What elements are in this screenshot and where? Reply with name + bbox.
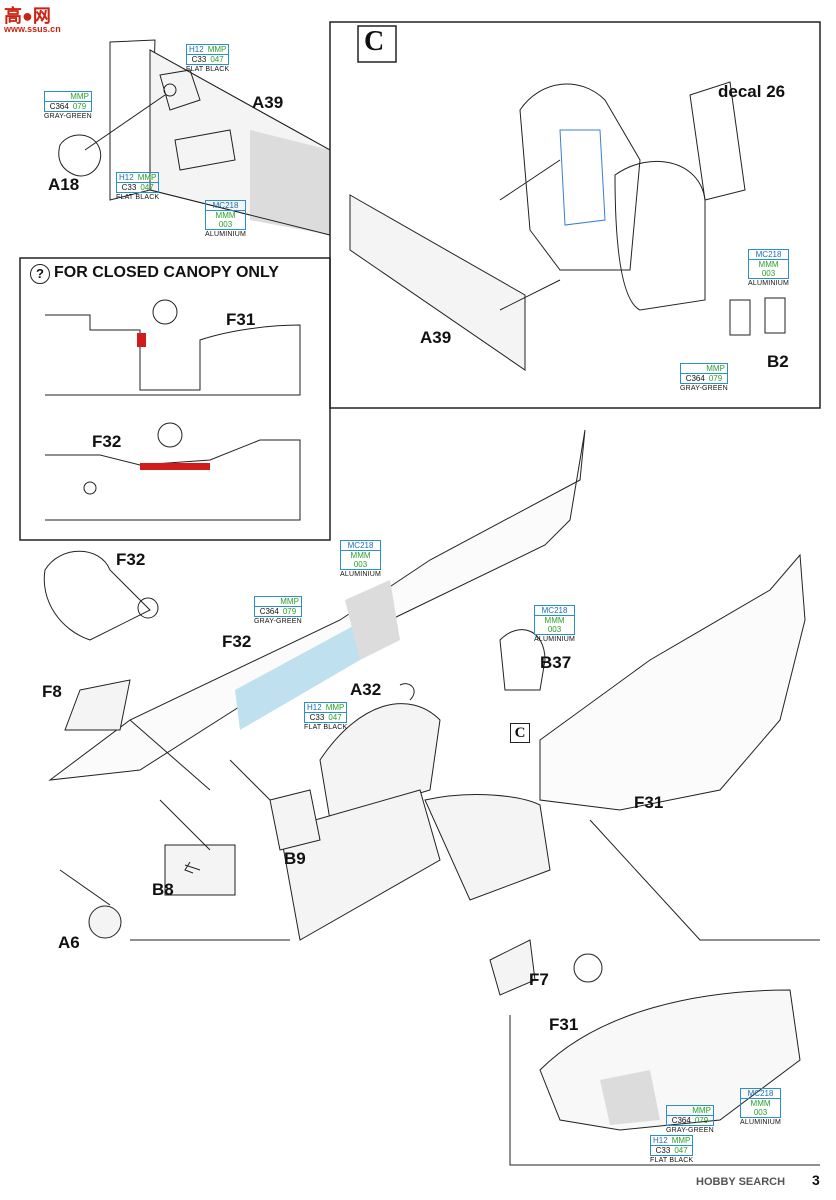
- hobby-search-watermark: HOBBY SEARCH: [696, 1176, 786, 1188]
- f8-part: [64, 679, 131, 731]
- section-c-frame: [329, 21, 821, 409]
- c-a39-panel: [349, 194, 526, 371]
- site-logo: 高●网: [4, 6, 51, 26]
- closed-canopy-frame: [19, 257, 331, 541]
- fuselage-left-half: [48, 429, 586, 781]
- rotate-icon: [573, 953, 603, 983]
- f32-knob: [83, 481, 97, 495]
- cockpit-bulkhead: [319, 703, 441, 821]
- b8-arrow: [184, 861, 201, 874]
- cockpit-blue-area: [235, 625, 360, 730]
- fuselage-gray-area: [345, 580, 400, 660]
- part-label-b8: B8: [152, 880, 174, 899]
- a39-details: [159, 69, 236, 171]
- c-seat-straps: [559, 129, 606, 226]
- section-c-label: C: [364, 26, 385, 57]
- fuselage-fairing: [424, 794, 551, 901]
- part-label-f31-c: F31: [549, 1015, 579, 1034]
- a32-part: [399, 683, 415, 701]
- section-c-box: [357, 25, 397, 63]
- f31-tool: [152, 299, 178, 325]
- a18-leader: [84, 94, 166, 151]
- leader-lines: [59, 719, 820, 941]
- part-label-f32-a: F32: [92, 432, 122, 451]
- f31-red-mark: [137, 333, 146, 347]
- a39-shade: [250, 130, 330, 235]
- b2-part-2: [764, 297, 786, 334]
- site-url: www.ssus.cn: [4, 24, 61, 34]
- f32-detail: [45, 439, 301, 521]
- part-label-b9: B9: [284, 849, 306, 868]
- a18-part: [58, 134, 102, 177]
- part-label-f31-b: F31: [634, 793, 664, 812]
- part-label-f32-b: F32: [116, 550, 146, 569]
- part-label-a6: A6: [58, 933, 80, 952]
- part-label-f8: F8: [42, 682, 62, 701]
- f32-red-mark: [140, 463, 210, 470]
- f7-part: [489, 939, 536, 996]
- part-label-f32-c: F32: [222, 632, 252, 651]
- closed-canopy-icon: ?: [30, 264, 50, 284]
- part-label-decal26: decal 26: [718, 82, 786, 101]
- part-label-b2: B2: [767, 352, 789, 371]
- part-label-a18: A18: [48, 175, 80, 194]
- inset-shade: [600, 1070, 660, 1125]
- b2-part-1: [729, 299, 751, 336]
- section-c-reference: C: [510, 723, 530, 743]
- b37-part: [499, 629, 546, 691]
- b9-part: [269, 789, 321, 851]
- page-number: 3: [812, 1172, 820, 1188]
- lower-fuselage-panel: [279, 789, 441, 941]
- f32-inset-tool: [137, 597, 159, 619]
- c-leaders: [499, 159, 561, 311]
- inset-frame: [509, 1015, 820, 1166]
- closed-canopy-title: FOR CLOSED CANOPY ONLY: [54, 264, 279, 281]
- f31-detail: [45, 314, 301, 396]
- f32-tool: [157, 422, 183, 448]
- fuselage-right-half: [539, 553, 806, 811]
- a39-knob: [163, 83, 177, 97]
- part-label-b37: B37: [540, 653, 572, 672]
- part-label-a32: A32: [350, 680, 382, 699]
- part-label-f31-a: F31: [226, 310, 256, 329]
- a6-part: [88, 905, 122, 939]
- part-label-a39-c: A39: [420, 328, 452, 347]
- f32-inset-part: [43, 550, 151, 641]
- part-label-a39-top: A39: [252, 93, 284, 112]
- part-label-f7: F7: [529, 970, 549, 989]
- decal-26-strap: [689, 81, 746, 201]
- c-bulkhead: [614, 160, 706, 311]
- c-seat: [519, 83, 641, 271]
